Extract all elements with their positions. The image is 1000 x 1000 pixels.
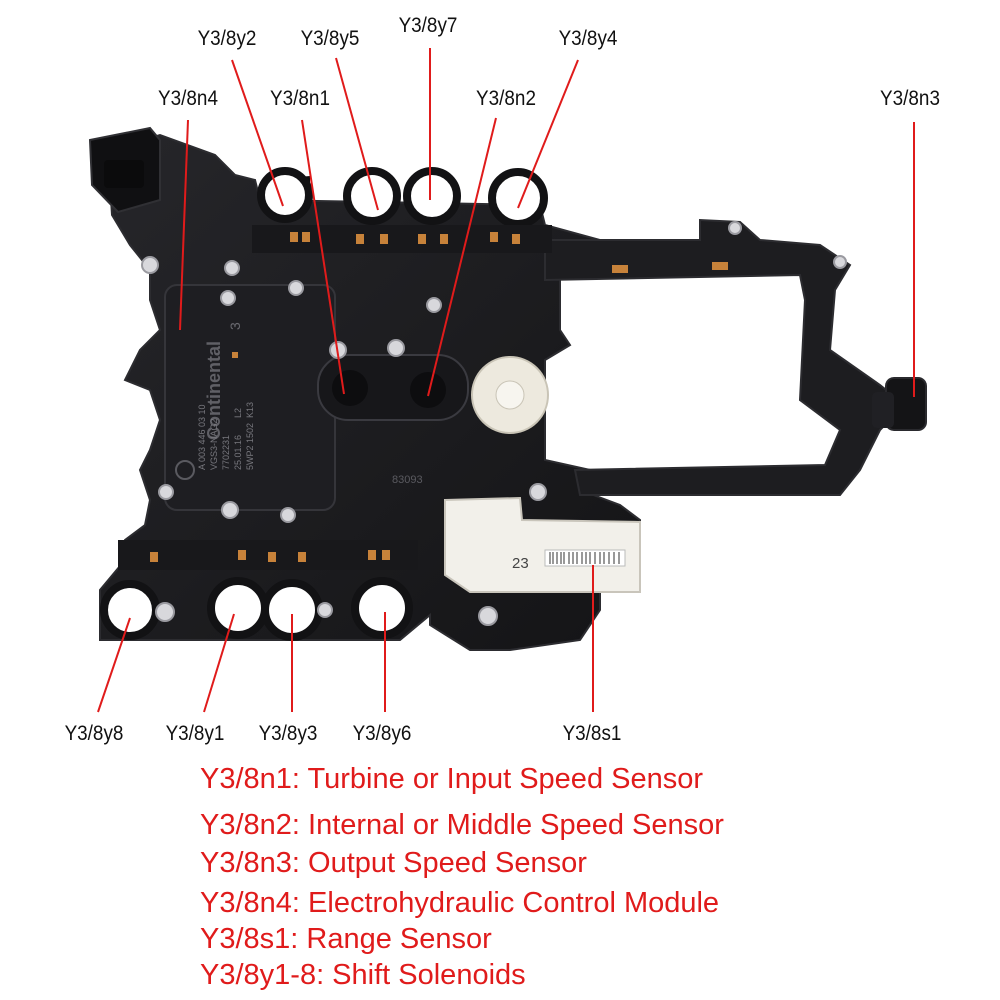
legend-item-y1-8: Y3/8y1-8: Shift Solenoids bbox=[200, 959, 526, 991]
svg-text:VGS3-NAG2: VGS3-NAG2 bbox=[209, 418, 219, 470]
top-solenoid-contacts bbox=[290, 232, 520, 244]
label-y3-8y1: Y3/8y1 bbox=[165, 722, 225, 745]
svg-text:25.01.16: 25.01.16 bbox=[233, 435, 243, 470]
leader-y5 bbox=[335, 57, 379, 211]
label-y3-8n4: Y3/8n4 bbox=[158, 87, 218, 110]
svg-text:L2: L2 bbox=[233, 408, 243, 418]
mounting-bolts bbox=[141, 221, 847, 626]
solenoid-bore-y1 bbox=[207, 577, 269, 639]
svg-text:5WP2 1502: 5WP2 1502 bbox=[245, 423, 255, 470]
range-sensor-block bbox=[444, 496, 641, 593]
svg-text:7702231: 7702231 bbox=[221, 435, 231, 470]
legend-item-s1: Y3/8s1: Range Sensor bbox=[200, 923, 492, 955]
leader-n4 bbox=[179, 119, 189, 331]
speed-sensor-n2 bbox=[410, 372, 446, 408]
barcode-lines bbox=[549, 552, 620, 564]
svg-text:K13: K13 bbox=[245, 402, 255, 418]
brand-star-emblem bbox=[175, 460, 195, 480]
speed-sensor-n1 bbox=[332, 370, 368, 406]
label-y3-8n2: Y3/8n2 bbox=[476, 87, 536, 110]
solenoid-bore-y2 bbox=[257, 167, 313, 223]
label-y3-8n1: Y3/8n1 bbox=[270, 87, 330, 110]
solenoid-bore-y7 bbox=[403, 167, 461, 225]
legend-item-n1: Y3/8n1: Turbine or Input Speed Sensor bbox=[200, 763, 704, 795]
svg-text:A 003 446 03 10: A 003 446 03 10 bbox=[197, 404, 207, 470]
label-y3-8n3: Y3/8n3 bbox=[880, 87, 940, 110]
leader-y4 bbox=[517, 59, 579, 209]
legend-item-n3: Y3/8n3: Output Speed Sensor bbox=[200, 847, 587, 879]
solenoid-bore-y8 bbox=[100, 580, 160, 640]
leader-lines bbox=[97, 48, 915, 713]
label-y3-8y2: Y3/8y2 bbox=[197, 27, 257, 50]
label-y3-8y5: Y3/8y5 bbox=[300, 27, 360, 50]
label-y3-8y8: Y3/8y8 bbox=[64, 722, 124, 745]
leader-n2 bbox=[427, 117, 497, 397]
solenoid-bore-y6 bbox=[351, 577, 413, 639]
connector-socket bbox=[104, 160, 144, 188]
label-y3-8y4: Y3/8y4 bbox=[558, 27, 618, 50]
label-y3-8s1: Y3/8s1 bbox=[562, 722, 622, 745]
solenoid-bore-y4 bbox=[488, 168, 548, 228]
module-printed-markings: Continental 3 A 003 446 03 10 VGS3-NAG2 … bbox=[197, 322, 255, 470]
svg-text:3: 3 bbox=[227, 322, 243, 330]
leader-y1 bbox=[203, 613, 235, 713]
leader-n1 bbox=[301, 119, 345, 395]
leader-y8 bbox=[97, 617, 131, 713]
bottom-solenoid-contacts bbox=[150, 550, 390, 562]
label-y3-8y3: Y3/8y3 bbox=[258, 722, 318, 745]
legend-item-n4: Y3/8n4: Electrohydraulic Control Module bbox=[200, 887, 720, 919]
barcode-label bbox=[544, 549, 626, 567]
label-y3-8y7: Y3/8y7 bbox=[398, 14, 458, 37]
frame-contacts bbox=[232, 262, 728, 358]
svg-text:Continental: Continental bbox=[204, 341, 224, 440]
housing-code: 83093 bbox=[392, 474, 423, 486]
solenoid-bore-y5 bbox=[343, 167, 401, 225]
output-sensor-base bbox=[872, 392, 894, 428]
range-sensor-number: 23 bbox=[512, 555, 529, 572]
leader-y2 bbox=[231, 59, 284, 207]
top-solenoid-bores bbox=[252, 167, 552, 253]
plate-frame-arm bbox=[544, 218, 907, 496]
legend-item-n2: Y3/8n2: Internal or Middle Speed Sensor bbox=[200, 809, 724, 841]
label-y3-8y6: Y3/8y6 bbox=[352, 722, 412, 745]
